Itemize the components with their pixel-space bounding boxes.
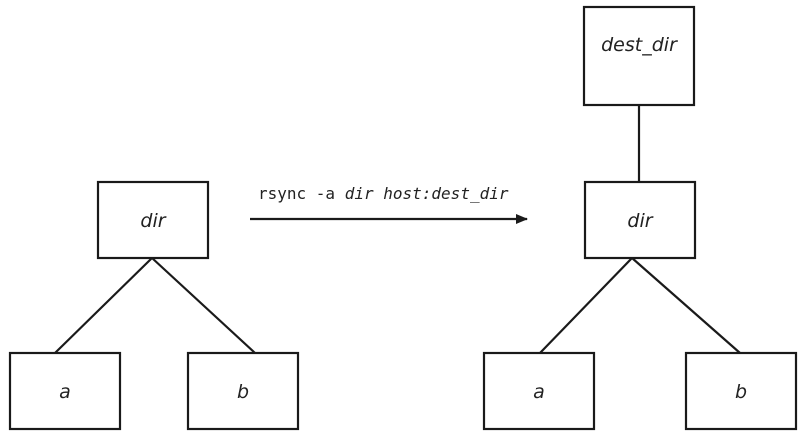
- left-node-b-label: b: [237, 381, 249, 403]
- right-edge-dir-a: [539, 257, 633, 354]
- left-edge-dir-a: [54, 257, 153, 354]
- right-edge-dir-b: [631, 257, 741, 354]
- command-separator: [374, 184, 384, 203]
- left-node-dir-label: dir: [140, 210, 166, 232]
- left-tree: dir a b: [8, 180, 300, 431]
- right-tree: dest_dir dir a b: [482, 5, 798, 431]
- right-node-b: b: [684, 351, 798, 431]
- command-text: rsync -a dir host:dest_dir: [258, 184, 509, 203]
- right-node-dest-dir: dest_dir: [582, 5, 696, 107]
- left-edge-dir-b: [151, 257, 256, 354]
- left-node-a: a: [8, 351, 122, 431]
- right-node-dir-label: dir: [627, 210, 653, 232]
- rsync-command: rsync -a dir host:dest_dir: [250, 184, 528, 224]
- right-node-a: a: [482, 351, 596, 431]
- left-node-dir: dir: [96, 180, 210, 260]
- left-node-a-label: a: [59, 381, 71, 403]
- command-prefix: rsync -a: [258, 184, 345, 203]
- left-node-b: b: [186, 351, 300, 431]
- right-node-dest-dir-label: dest_dir: [601, 34, 678, 56]
- command-source: dir: [345, 184, 374, 203]
- right-node-b-label: b: [735, 381, 747, 403]
- command-destination: host:dest_dir: [383, 184, 509, 203]
- right-node-dir: dir: [583, 180, 697, 260]
- right-node-a-label: a: [533, 381, 545, 403]
